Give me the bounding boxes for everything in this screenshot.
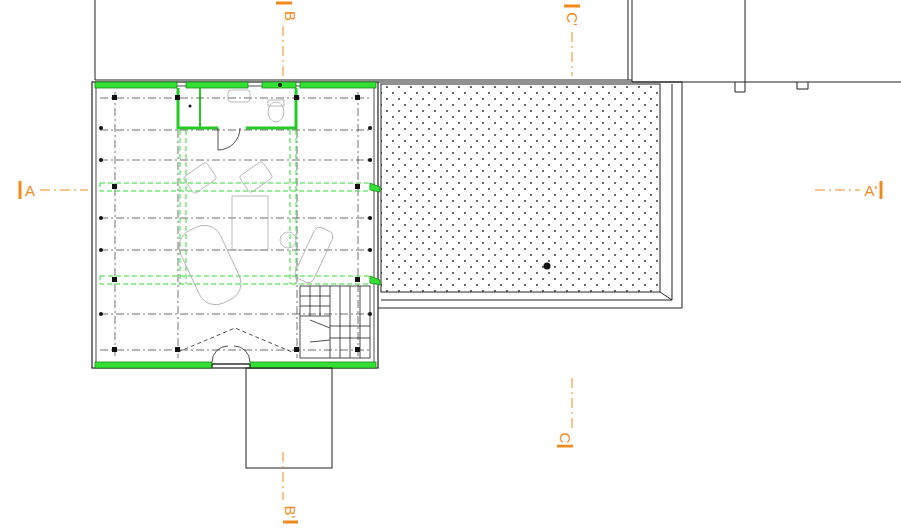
house xyxy=(92,82,380,368)
section-marker: B' xyxy=(283,505,298,520)
section-lines xyxy=(20,3,881,522)
section-marker: B xyxy=(283,10,298,22)
terrace xyxy=(378,82,682,308)
section-marker: A xyxy=(24,183,36,198)
porch xyxy=(246,368,332,468)
section-marker: C' xyxy=(565,11,580,27)
section-marker: C xyxy=(558,432,573,445)
neighbour-building xyxy=(95,0,901,92)
section-marker: A' xyxy=(864,183,879,198)
